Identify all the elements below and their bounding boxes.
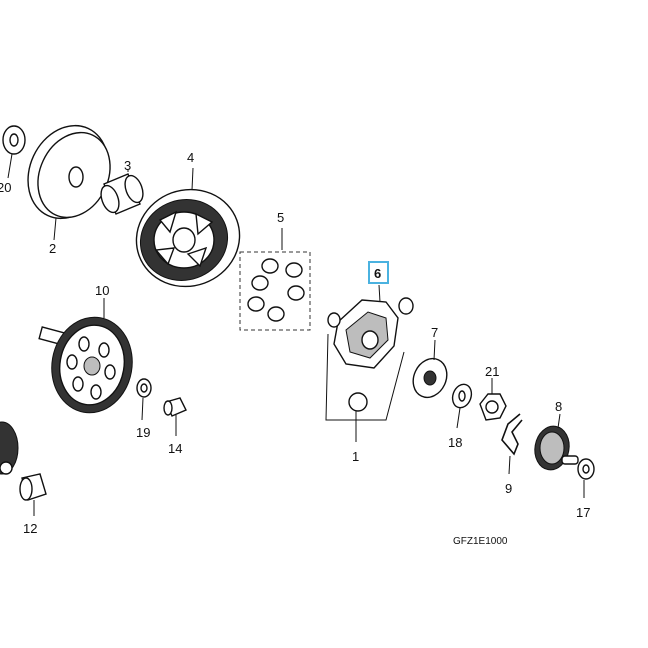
callout-17: 17 — [576, 505, 590, 520]
part-19-washer[interactable] — [136, 378, 152, 398]
part-14-collar[interactable] — [163, 397, 187, 417]
callout-7: 7 — [431, 325, 438, 340]
part-3-collar[interactable] — [98, 173, 147, 215]
part-18-washer[interactable] — [449, 382, 474, 411]
callout-12: 12 — [23, 521, 37, 536]
part-4-movable-drive-face[interactable] — [123, 175, 254, 301]
part-10-sprocket[interactable] — [38, 311, 140, 419]
drawing-code: GFZ1E1000 — [453, 536, 508, 547]
part-2-drive-face[interactable] — [13, 112, 123, 231]
callout-18: 18 — [448, 435, 462, 450]
part-20-washer[interactable] — [2, 125, 26, 155]
callout-9: 9 — [505, 481, 512, 496]
callout-6[interactable]: 6 — [374, 266, 381, 281]
callout-14: 14 — [168, 441, 182, 456]
callout-20: 20 — [0, 180, 11, 195]
part-9-clip[interactable] — [501, 413, 523, 456]
callout-8: 8 — [555, 399, 562, 414]
callout-19: 19 — [136, 425, 150, 440]
callout-3: 3 — [124, 158, 131, 173]
part-8-gear[interactable] — [531, 423, 579, 472]
callout-5: 5 — [277, 210, 284, 225]
part-7-washer[interactable] — [407, 353, 453, 403]
callout-4: 4 — [187, 150, 194, 165]
callout-2: 2 — [49, 241, 56, 256]
part-12-collar[interactable] — [19, 473, 47, 501]
partial-gear-left-edge[interactable] — [0, 421, 19, 475]
callout-1: 1 — [352, 449, 359, 464]
callout-10: 10 — [95, 283, 109, 298]
part-6-ramp-plate[interactable] — [333, 299, 399, 369]
callout-21: 21 — [485, 364, 499, 379]
part-5-weight-roller-set[interactable] — [239, 251, 311, 331]
callout-6-highlight-box — [368, 261, 389, 284]
part-21-nut[interactable] — [479, 393, 507, 421]
part-17-washer[interactable] — [577, 458, 595, 480]
